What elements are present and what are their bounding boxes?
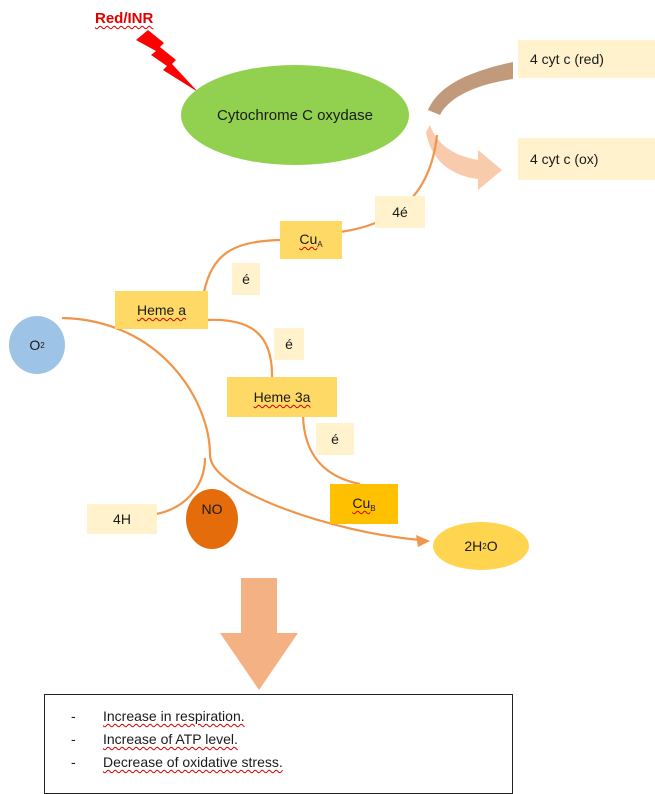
cu-a-label: CuA — [299, 231, 322, 249]
heme-a-box: Heme a — [115, 291, 208, 329]
cu-a-subscript: A — [317, 240, 323, 249]
cyt-c-oxidized-box: 4 cyt c (ox) — [518, 138, 655, 180]
cyt-reduced-arc — [428, 62, 513, 115]
proton-label: 4H — [113, 511, 131, 527]
electron-flow-line-heme3a-cub — [301, 414, 361, 486]
cu-a-text: Cu — [299, 231, 318, 247]
o2-text: O — [29, 337, 41, 353]
proton-box: 4H — [87, 504, 157, 534]
electron-label-2: é — [285, 336, 293, 352]
water-prefix: 2H — [464, 538, 483, 554]
cyt-c-reduced-label: 4 cyt c (red) — [530, 51, 604, 67]
cyt-oxidized-arc — [426, 125, 502, 190]
effect-text: Increase of ATP level. — [103, 731, 238, 747]
electron-box-1: é — [232, 263, 260, 295]
water-suffix: O — [486, 538, 498, 554]
cu-b-subscript: B — [370, 504, 376, 513]
inducer-label: Red/INR — [95, 10, 154, 27]
down-arrow — [220, 578, 298, 690]
electron-label-3: é — [331, 431, 339, 447]
no-label: NO — [186, 496, 238, 522]
proton-join-line — [155, 457, 207, 516]
electron-label-1: é — [242, 271, 250, 287]
no-ellipse — [186, 489, 238, 549]
water-subscript: 2 — [482, 541, 487, 551]
cu-b-text: Cu — [352, 495, 371, 511]
effects-list: - Increase in respiration. - Increase of A… — [45, 695, 512, 774]
electron-flow-line-cua-hemea — [202, 238, 285, 293]
no-text: NO — [201, 501, 223, 517]
cu-b-box: CuB — [330, 484, 398, 524]
electron-box-2: é — [274, 328, 304, 360]
enzyme-label: Cytochrome C oxydase — [217, 106, 373, 124]
bullet-dash: - — [71, 708, 76, 724]
cu-a-box: CuA — [280, 221, 342, 259]
effect-item: - Increase of ATP level. — [45, 728, 512, 751]
heme-a-label: Heme a — [136, 302, 187, 318]
electron-4-box: 4é — [375, 196, 425, 228]
cu-b-label: CuB — [352, 495, 375, 513]
cyt-c-reduced-box: 4 cyt c (red) — [518, 40, 655, 78]
effects-box: - Increase in respiration. - Increase of A… — [44, 694, 513, 794]
electron-flow-line-hemea-heme3a — [205, 318, 274, 379]
cyt-c-oxidized-label: 4 cyt c (ox) — [530, 151, 599, 167]
enzyme-ellipse — [181, 65, 409, 165]
heme-3a-label: Heme 3a — [253, 389, 311, 405]
electron-4-label: 4é — [392, 204, 408, 220]
bullet-dash: - — [71, 754, 76, 770]
effect-item: - Increase in respiration. — [45, 705, 512, 728]
effect-item: - Decrease of oxidative stress. — [45, 751, 512, 774]
bullet-dash: - — [71, 731, 76, 747]
water-ellipse — [433, 522, 529, 570]
water-arrowhead — [416, 535, 430, 547]
effect-text: Increase in respiration. — [103, 708, 245, 724]
lightning-bolt-icon — [136, 30, 198, 92]
electron-box-3: é — [316, 423, 354, 455]
o2-ellipse — [9, 316, 65, 374]
heme-3a-box: Heme 3a — [227, 377, 337, 417]
effect-text: Decrease of oxidative stress. — [103, 754, 283, 770]
o2-subscript: 2 — [40, 340, 45, 350]
